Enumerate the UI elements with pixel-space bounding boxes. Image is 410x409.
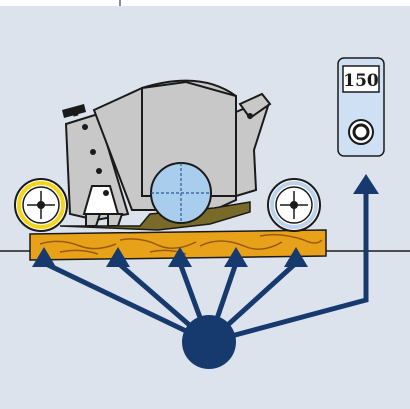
guard-dot bbox=[247, 113, 253, 119]
display-screen bbox=[342, 65, 380, 93]
grain-line-1 bbox=[39, 240, 117, 250]
grain-line-2 bbox=[119, 238, 197, 249]
arrow-up-5-head bbox=[284, 247, 308, 267]
scale-dot-4 bbox=[103, 190, 109, 196]
display-value: 150 bbox=[343, 71, 379, 91]
gauge-right bbox=[267, 178, 321, 232]
handle-stem bbox=[71, 107, 79, 117]
gauge-left bbox=[14, 178, 68, 232]
grain-line-5 bbox=[59, 249, 99, 255]
grain-line-3 bbox=[199, 240, 283, 250]
scale-dot-3 bbox=[96, 168, 102, 174]
gauge-right-center bbox=[290, 201, 298, 209]
arrow-up-1-shaft bbox=[42, 260, 211, 345]
gauge-left-center bbox=[37, 201, 45, 209]
rear-guard bbox=[238, 92, 272, 120]
source-circle-icon bbox=[182, 315, 236, 369]
board-body bbox=[29, 229, 327, 261]
readout-display: 150 bbox=[337, 57, 385, 157]
signal-arrows bbox=[32, 174, 379, 345]
scale-dot-2 bbox=[90, 149, 96, 155]
top-strip bbox=[0, 0, 410, 6]
arrow-up-2-head bbox=[106, 247, 130, 267]
knob-inner bbox=[352, 123, 370, 141]
sole-plate bbox=[59, 201, 251, 231]
arrow-display-head bbox=[353, 174, 379, 194]
arrow-display-shaft bbox=[208, 192, 369, 345]
side-window bbox=[82, 185, 120, 215]
arrow-up-3-head bbox=[168, 247, 192, 267]
planer-machine bbox=[59, 79, 272, 231]
arrow-up-1-head bbox=[32, 247, 56, 267]
grain-line-4 bbox=[259, 233, 323, 244]
scale-dot-1 bbox=[82, 124, 88, 130]
arrow-up-4-head bbox=[224, 247, 248, 267]
